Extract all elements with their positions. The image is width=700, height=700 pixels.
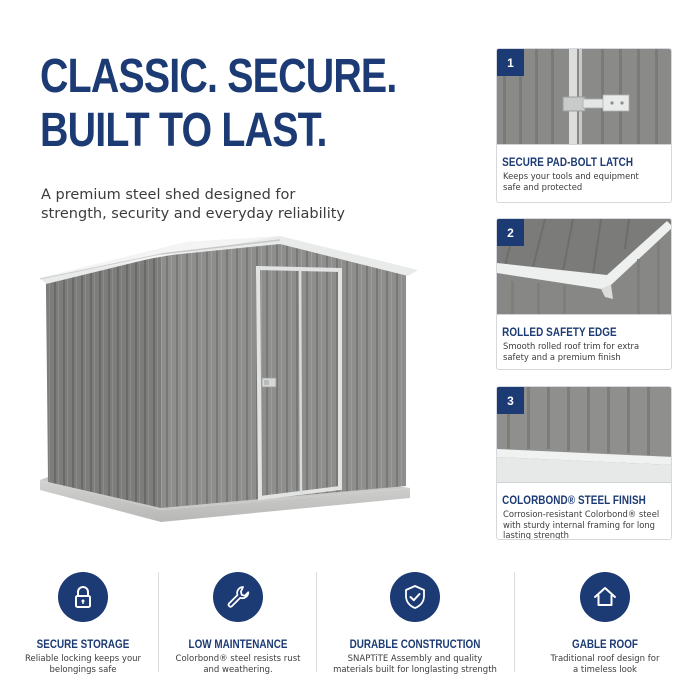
feature-gable-roof: GABLE ROOF Traditional roof design for a… [530,572,680,675]
subheadline-line-2: strength, security and everyday reliabil… [41,206,345,222]
shed-illustration [39,236,418,522]
card-title: SECURE PAD-BOLT LATCH [502,157,634,169]
card-desc-line: safe and protected [503,181,583,192]
feature-description: Reliable locking keeps your belongings s… [18,654,148,675]
feature-desc-line: SNAPTiTE Assembly and quality [347,654,483,664]
feature-desc-line: belongings safe [49,664,117,675]
feature-desc-line: and weathering. [203,664,273,675]
subheadline: A premium steel shed designed for streng… [41,186,461,224]
card-description: Smooth rolled roof trim for extra safety… [497,339,671,362]
card-desc-line: Corrosion-resistant Colorbond® steel [503,509,660,519]
headline: CLASSIC. SECURE. BUILT TO LAST. [40,50,460,158]
feature-title: DURABLE CONSTRUCTION [349,639,481,651]
feature-desc-line: a timeless look [573,664,637,675]
feature-description: Traditional roof design for a timeless l… [530,654,680,675]
feature-desc-line: Colorbond® steel resists rust [175,654,301,664]
card-desc-line: Smooth rolled roof trim for extra [503,341,640,351]
feature-durable-construction: DURABLE CONSTRUCTION SNAPTiTE Assembly a… [326,572,504,675]
divider [514,572,515,672]
divider [316,572,317,672]
divider [158,572,159,672]
feature-title: SECURE STORAGE [36,639,130,651]
shield-check-icon [390,572,440,622]
card-desc-line: lasting strength [503,530,569,540]
finish-photo-image [497,387,671,482]
card-title: COLORBOND® STEEL FINISH [502,495,646,507]
house-icon [580,572,630,622]
card-desc-line: with sturdy internal framing for long [503,519,655,530]
edge-photo: 2 [497,219,671,315]
headline-line-2: BUILT TO LAST. [40,104,327,157]
feature-card-latch: 1 SECURE PAD-BOLT LATCH Keeps your tools… [496,48,672,203]
feature-card-finish: 3 COLORBOND® STEEL FINISH Corrosion-resi… [496,386,672,540]
feature-desc-line: Reliable locking keeps your [24,654,142,664]
padlock-icon [58,572,108,622]
card-number: 1 [497,49,524,76]
card-desc-line: Keeps your tools and equipment [503,171,639,181]
edge-photo-image [497,219,671,314]
feature-secure-storage: SECURE STORAGE Reliable locking keeps yo… [18,572,148,675]
card-number: 3 [497,387,524,414]
card-description: Corrosion-resistant Colorbond® steel wit… [497,507,671,540]
finish-photo: 3 [497,387,671,483]
feature-low-maintenance: LOW MAINTENANCE Colorbond® steel resists… [168,572,308,675]
feature-card-edge: 2 ROLLED SAFETY EDGE Smooth rolled roof … [496,218,672,370]
shed-image [36,232,420,532]
subheadline-line-1: A premium steel shed designed for [41,187,296,203]
feature-title: LOW MAINTENANCE [188,639,288,651]
card-title: ROLLED SAFETY EDGE [502,327,617,339]
card-number: 2 [497,219,524,246]
card-desc-line: safety and a premium finish [503,351,621,362]
latch-photo: 1 [497,49,671,145]
feature-description: Colorbond® steel resists rust and weathe… [168,654,308,675]
feature-title: GABLE ROOF [572,639,638,651]
latch-photo-image [497,49,671,144]
feature-description: SNAPTiTE Assembly and quality materials … [326,654,504,675]
card-description: Keeps your tools and equipment safe and … [497,169,671,192]
feature-desc-line: Traditional roof design for [550,654,660,664]
feature-desc-line: materials built for longlasting strength [333,664,497,675]
wrench-icon [213,572,263,622]
headline-line-1: CLASSIC. SECURE. [40,50,397,103]
